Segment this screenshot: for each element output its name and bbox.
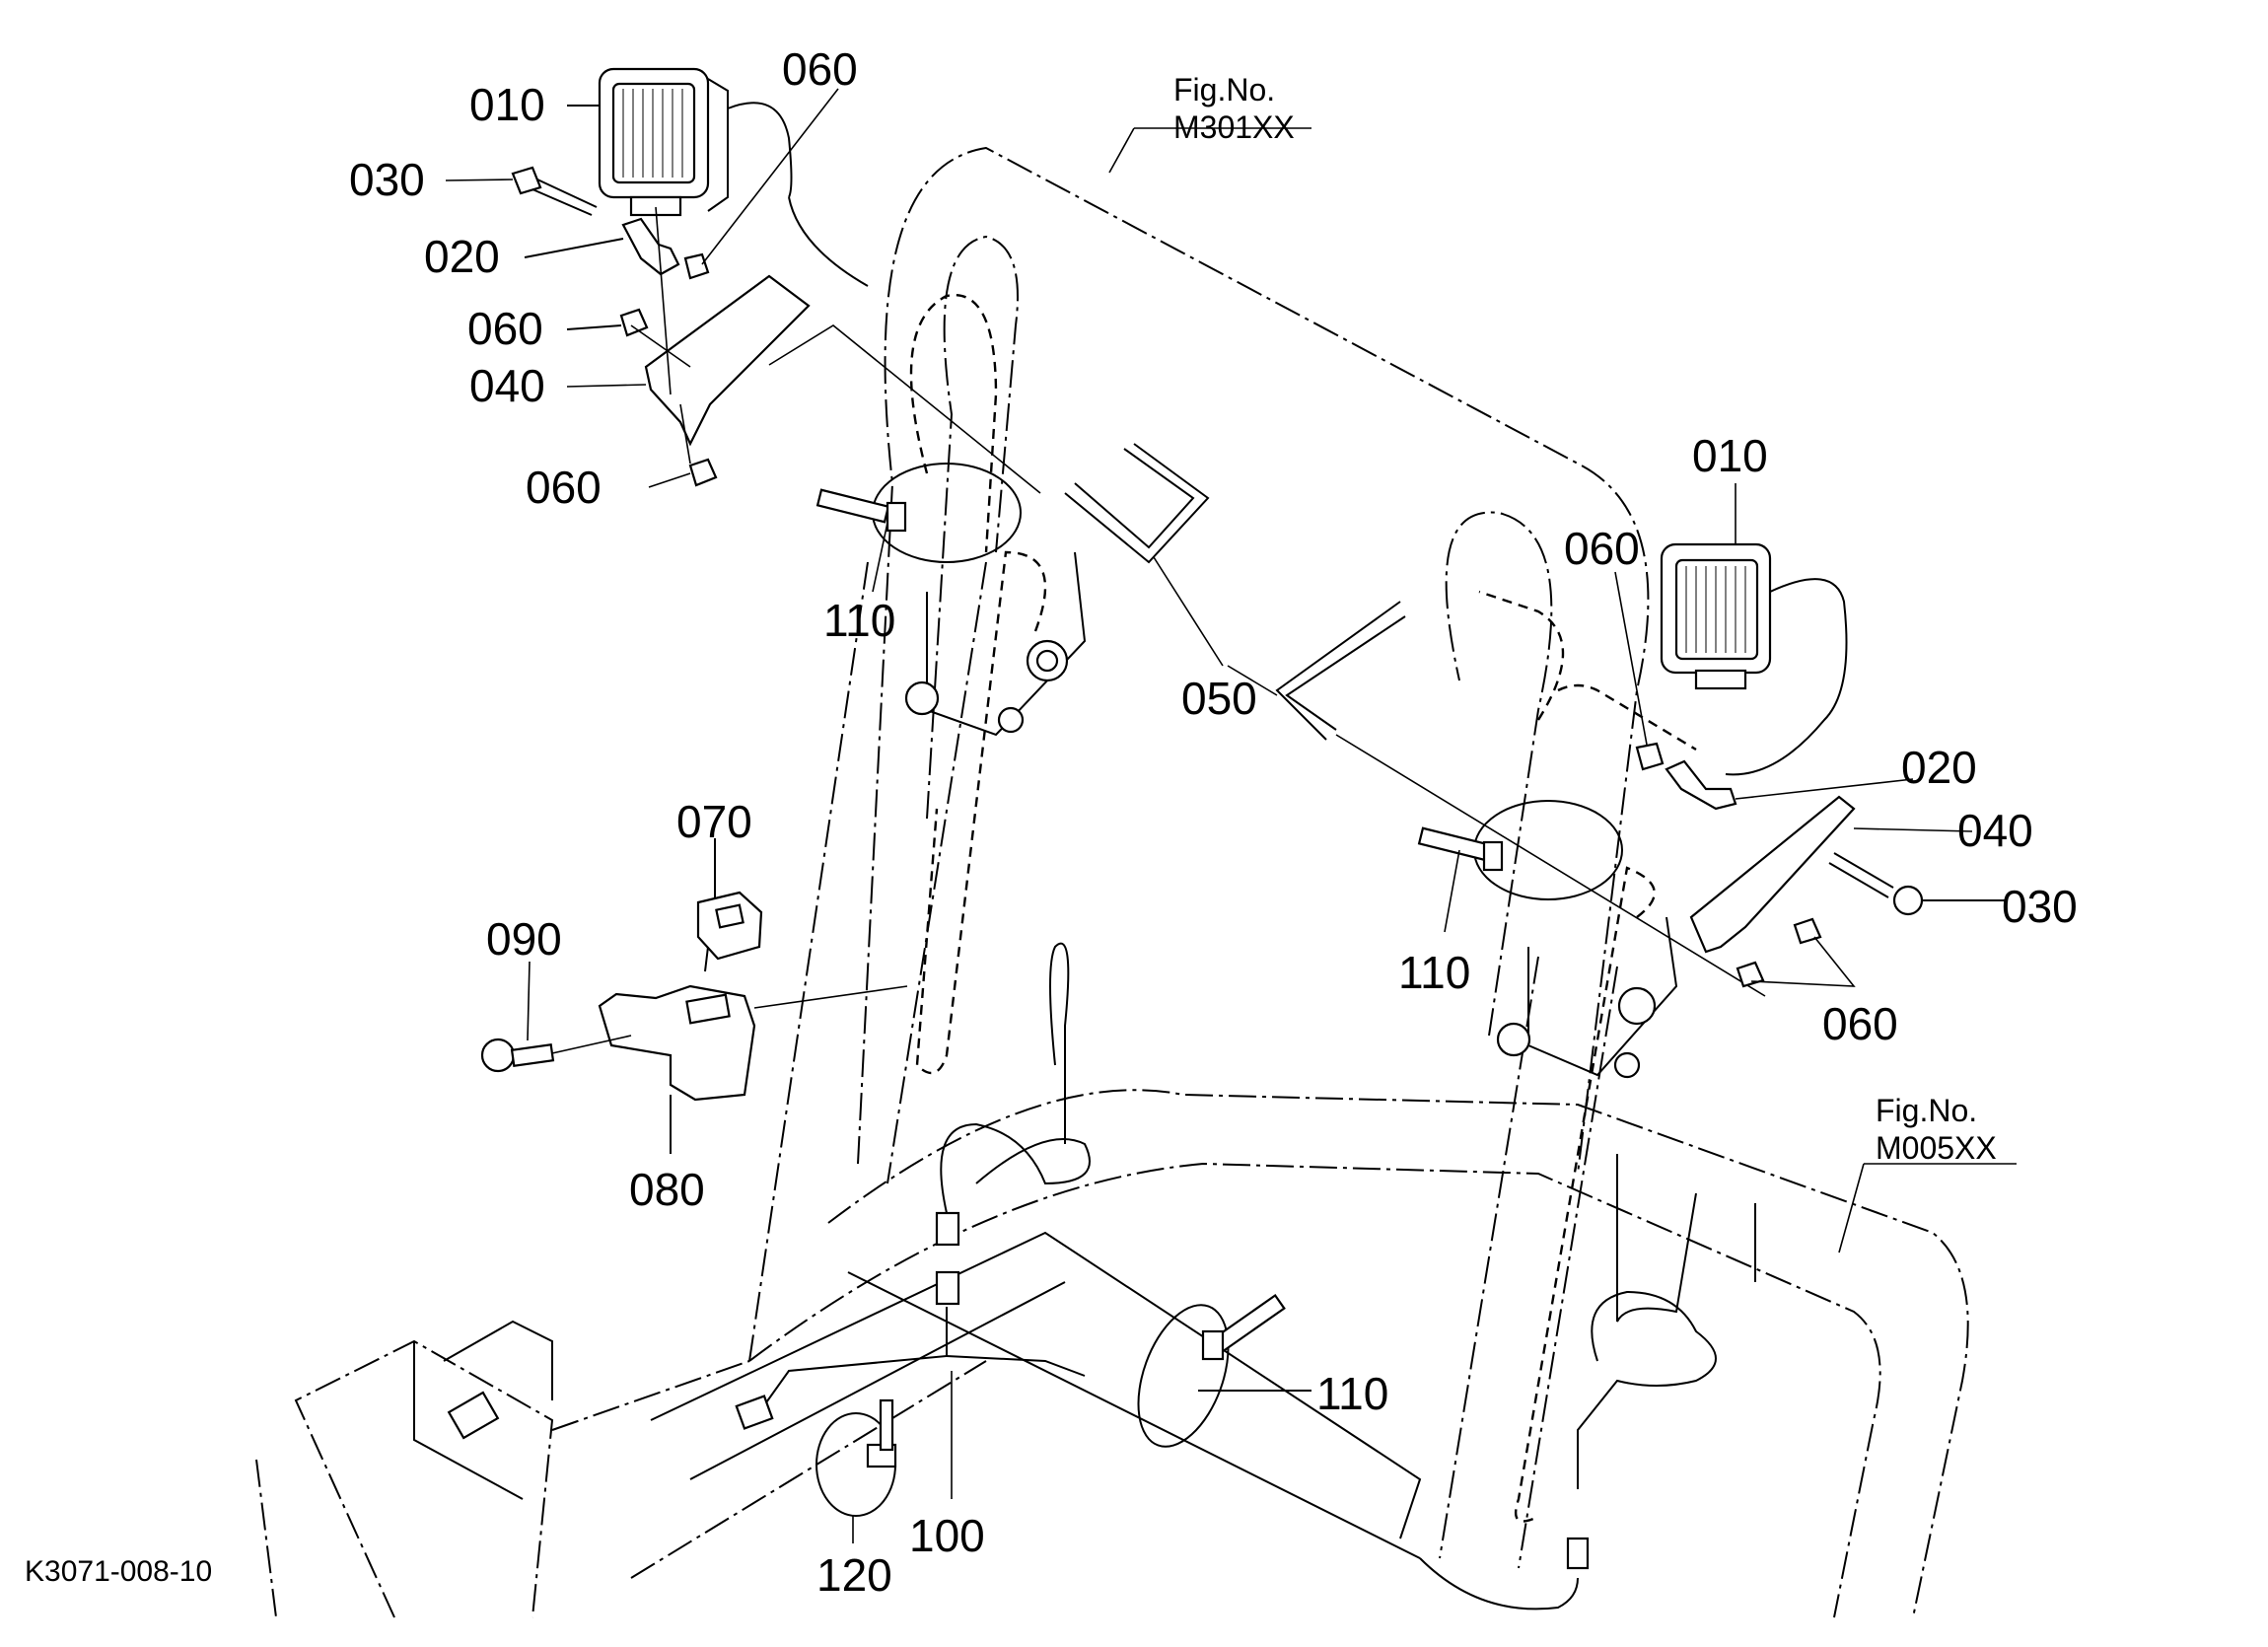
callout-050: 050 — [1181, 673, 1257, 724]
switch — [696, 891, 763, 972]
cable-tie-upper-left — [815, 463, 1022, 563]
u-bolt-lower — [1275, 601, 1766, 997]
callout-060-right-bottom: 060 — [1822, 998, 1898, 1049]
work-light-left — [598, 67, 869, 287]
nut-left-mid — [619, 308, 649, 337]
stay-left — [644, 274, 811, 447]
callout-020-left: 020 — [424, 231, 500, 282]
switch-bracket — [598, 984, 908, 1102]
light-bracket-left — [621, 217, 680, 276]
light-bracket-right — [1665, 759, 1737, 811]
bolt-left — [511, 166, 598, 216]
callout-060-left-mid: 060 — [467, 303, 543, 354]
cable-tie-bottom — [1137, 1293, 1286, 1448]
fig-ref-m005xx-label: Fig.No. — [1876, 1093, 1977, 1128]
callout-080: 080 — [629, 1164, 705, 1215]
rops-frame — [748, 146, 1656, 1569]
post-bracket-left — [904, 551, 1087, 737]
connector-female — [935, 1270, 960, 1306]
callout-labels: 010 060 030 020 060 040 060 110 050 010 … — [25, 43, 2078, 1601]
cable-tie-upper-right — [1417, 800, 1623, 900]
nut-left-bottom — [688, 458, 718, 487]
band-120 — [815, 1398, 897, 1517]
work-light-right — [1557, 542, 1848, 776]
callout-040-right: 040 — [1957, 805, 2033, 856]
callout-030-left: 030 — [349, 154, 425, 205]
callout-070: 070 — [676, 796, 752, 847]
nut-left-top — [683, 252, 710, 280]
connector-male — [935, 1211, 960, 1247]
callout-110-upper-right: 110 — [1398, 947, 1470, 998]
nut-right-top — [1635, 742, 1665, 771]
callout-100: 100 — [909, 1510, 985, 1561]
stay-right — [1689, 795, 1856, 954]
callout-010-right: 010 — [1692, 430, 1768, 481]
callout-020-right: 020 — [1901, 742, 1977, 793]
callout-110-upper-left: 110 — [823, 595, 895, 646]
callout-110-bottom: 110 — [1316, 1368, 1388, 1419]
screw — [480, 1035, 632, 1073]
callout-120: 120 — [816, 1549, 892, 1601]
drawing-code: K3071-008-10 — [25, 1555, 212, 1588]
callout-030-right: 030 — [2002, 881, 2078, 932]
callout-090: 090 — [486, 913, 562, 965]
connector-right — [1566, 1537, 1590, 1570]
callout-010-left: 010 — [469, 79, 545, 130]
nut-right-b — [1736, 961, 1765, 988]
callout-060-right-top: 060 — [1564, 523, 1640, 574]
callout-060-left-top: 060 — [782, 43, 858, 95]
nut-right-a — [1793, 917, 1822, 945]
fig-ref-m005xx-code: M005XX — [1876, 1130, 1997, 1166]
wire-harness — [735, 942, 1717, 1611]
u-bolt-upper — [1064, 443, 1210, 564]
fig-ref-m301xx-code: M301XX — [1173, 109, 1295, 145]
callout-040-left: 040 — [469, 360, 545, 411]
bolt-right — [1828, 852, 1924, 916]
callout-060-left-bottom: 060 — [526, 462, 602, 513]
fig-ref-m301xx-label: Fig.No. — [1173, 72, 1275, 107]
post-bracket-right — [1496, 916, 1678, 1079]
base-frame — [255, 1089, 1969, 1618]
leader-lines — [445, 88, 2017, 1543]
